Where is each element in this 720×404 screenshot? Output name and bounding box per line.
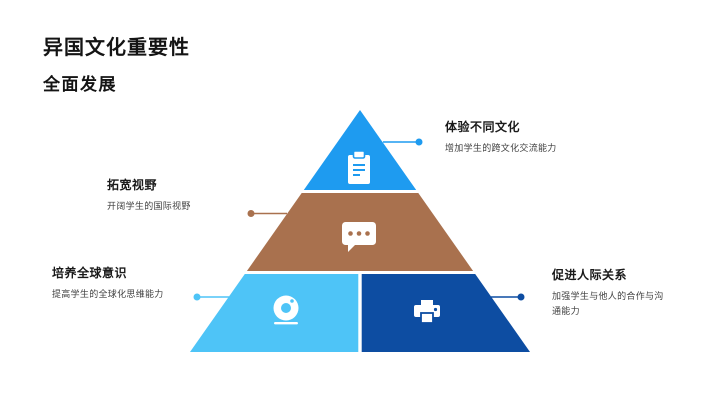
callout-broaden-title: 拓宽视野 [107, 178, 158, 192]
callout-global-title: 培养全球意识 [52, 266, 128, 280]
callout-global-desc: 提高学生的全球化思维能力 [52, 289, 164, 299]
callout-broaden: 拓宽视野 开阔学生的国际视野 [107, 178, 191, 214]
slide-subtitle: 全面发展 [43, 75, 117, 94]
chat-bubble-icon [342, 222, 376, 252]
callout-broaden-desc: 开阔学生的国际视野 [107, 201, 191, 211]
pyramid-segment-top [303, 110, 417, 190]
connector-dot-experience [415, 138, 423, 146]
slide-title: 异国文化重要性 [43, 37, 190, 59]
pyramid-segment-bottom-left [190, 274, 359, 352]
clipboard-icon [348, 150, 370, 184]
callout-global: 培养全球意识 提高学生的全球化思维能力 [52, 266, 164, 302]
printer-icon [414, 300, 440, 324]
webcam-icon [273, 295, 299, 325]
callout-experience-desc: 增加学生的跨文化交流能力 [445, 143, 557, 153]
pyramid-segment-bottom-right [361, 274, 530, 352]
callout-interpersonal: 促进人际关系 加强学生与他人的合作与沟通能力 [552, 268, 664, 319]
connector-dot-broaden [247, 210, 255, 217]
callout-interpersonal-title: 促进人际关系 [552, 268, 628, 282]
callout-interpersonal-desc: 加强学生与他人的合作与沟通能力 [552, 291, 664, 316]
connector-dot-global [193, 293, 201, 301]
callout-experience-title: 体验不同文化 [445, 120, 521, 134]
connector-dot-interpersonal [517, 293, 525, 301]
callout-experience: 体验不同文化 增加学生的跨文化交流能力 [445, 120, 557, 156]
